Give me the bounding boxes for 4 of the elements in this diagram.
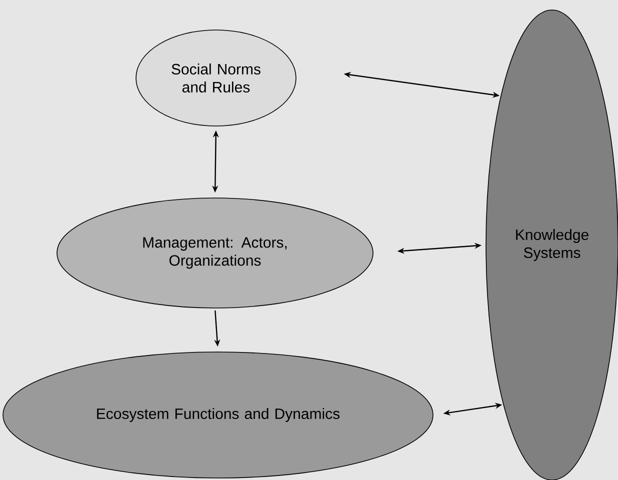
ellipse-node: Management: Actors, Organizations (56, 198, 374, 308)
ellipse-node: Social Norms and Rules (136, 30, 296, 126)
ellipse-node: Knowledge Systems (486, 10, 618, 480)
ellipse-node: Ecosystem Functions and Dynamics (2, 352, 434, 478)
